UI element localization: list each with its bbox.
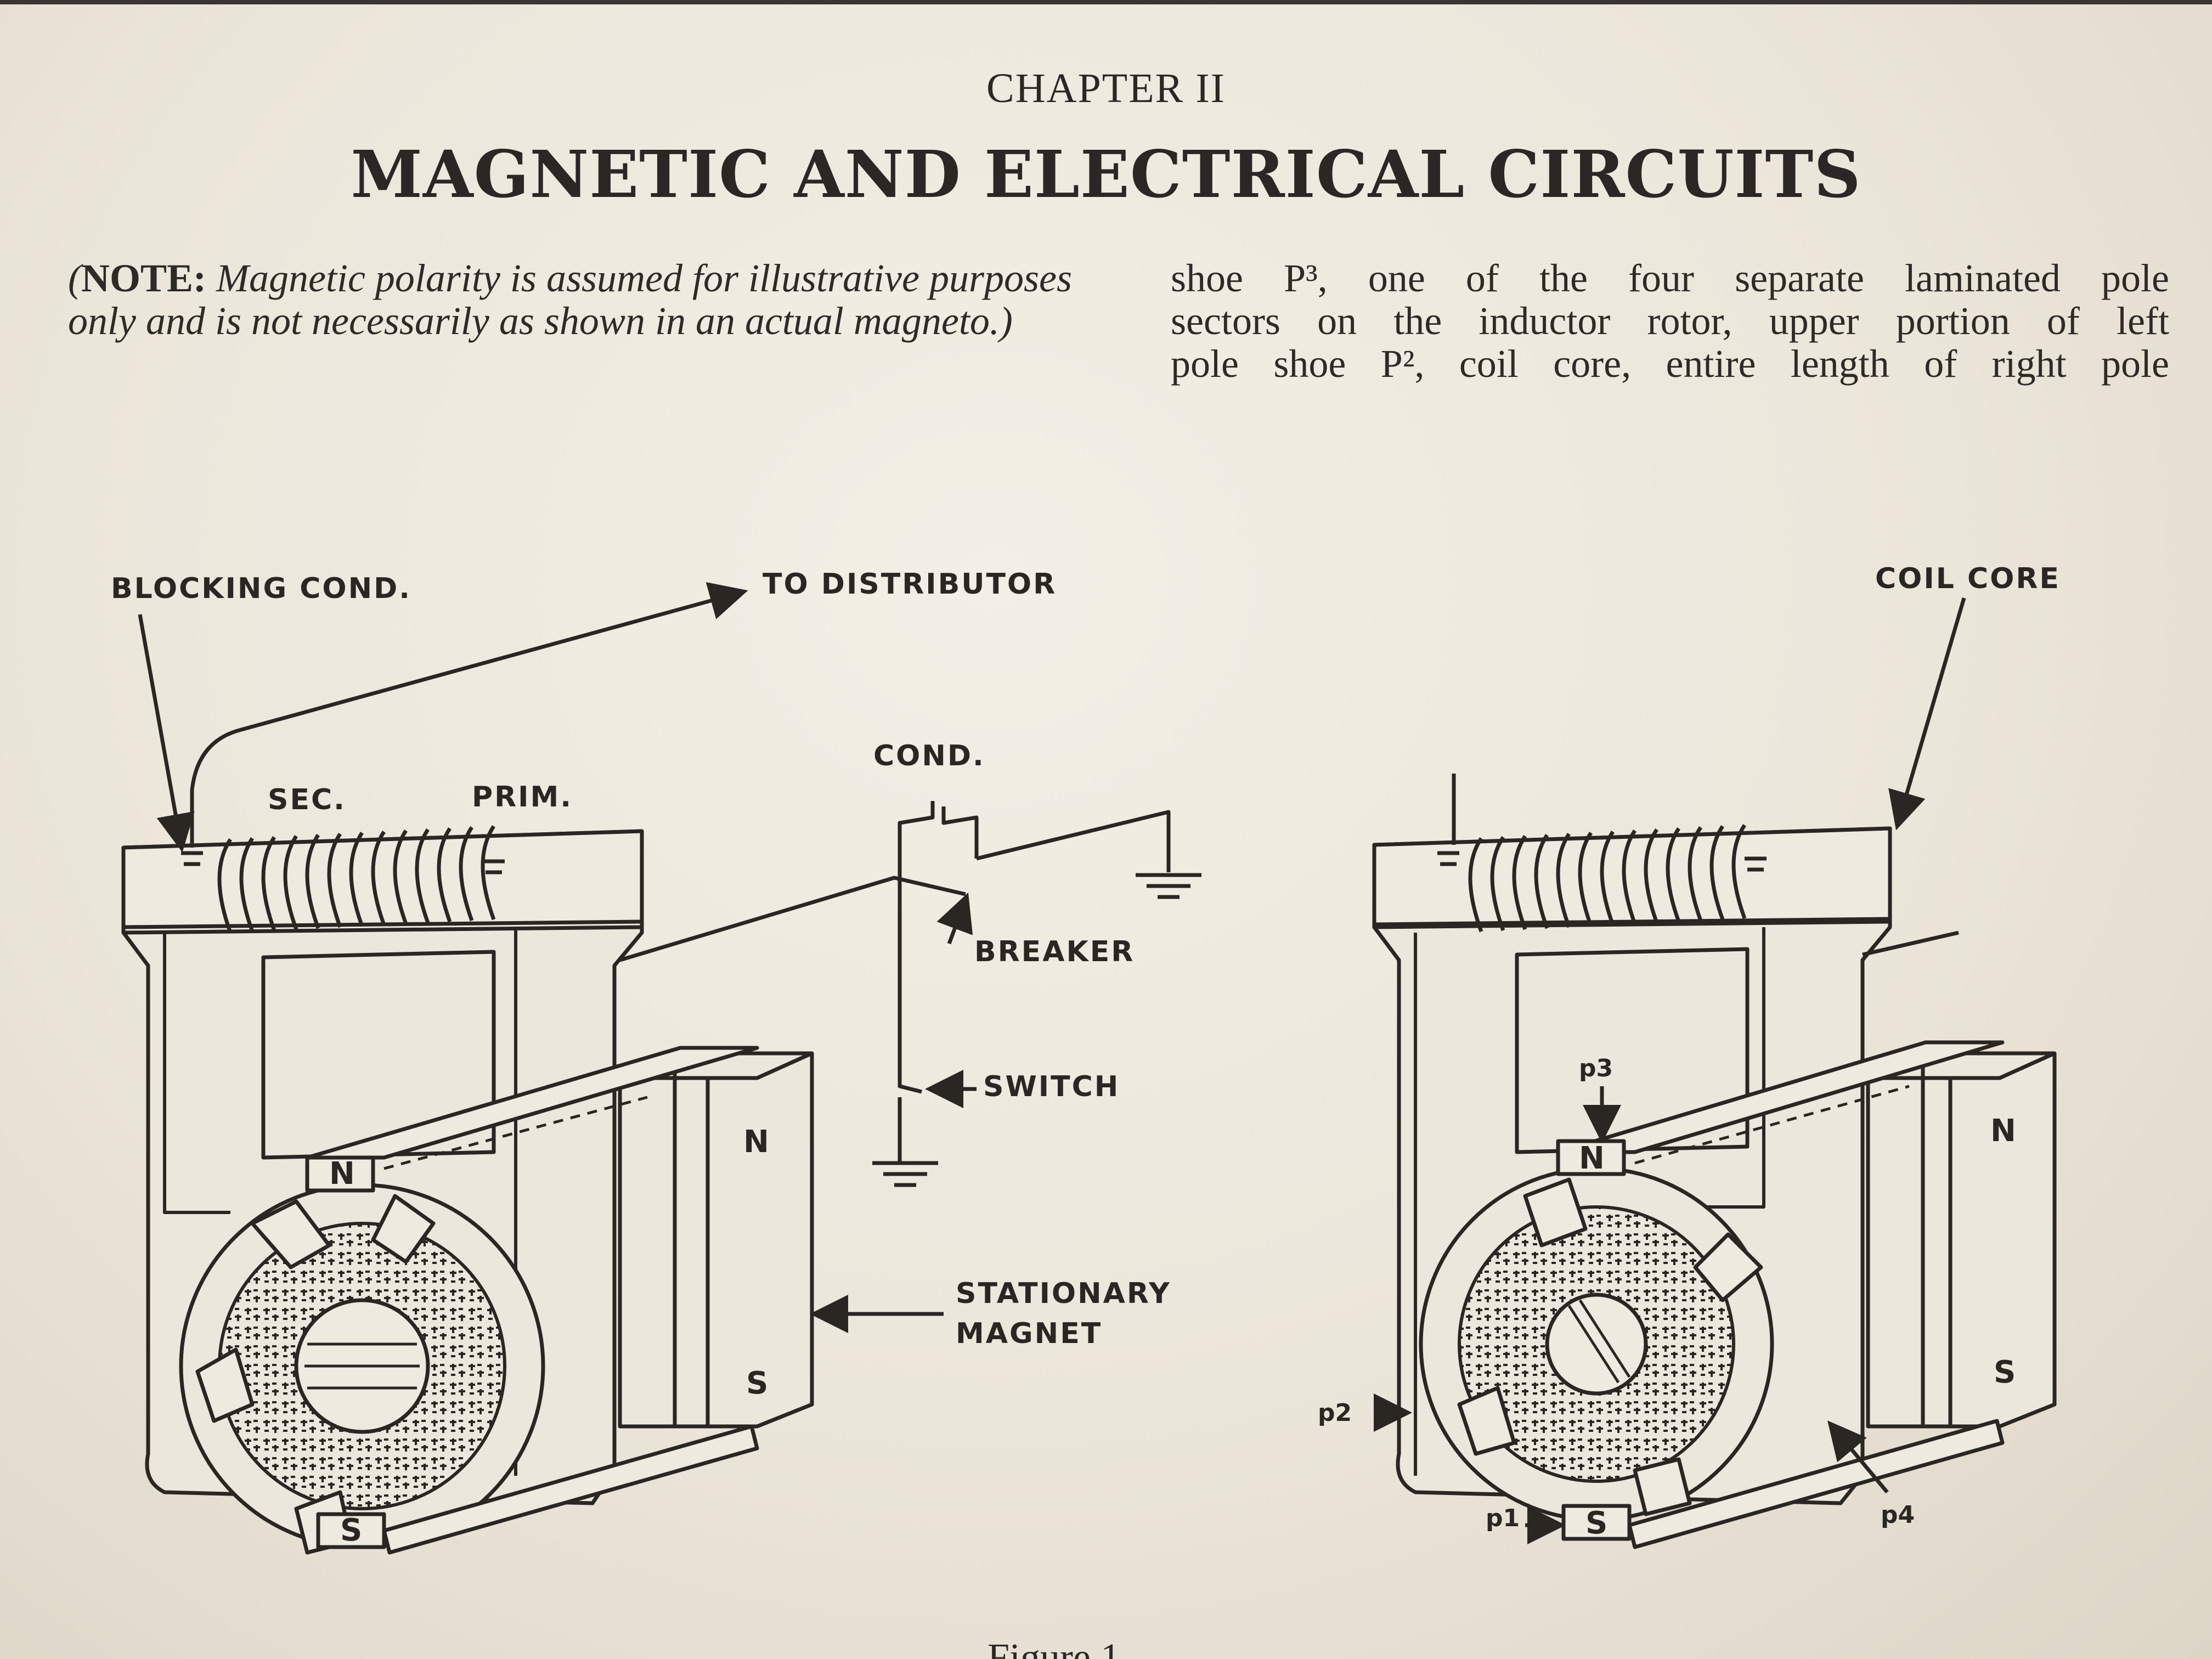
body-line: pole shoe P², coil core, entire length o… (1171, 342, 2169, 386)
label-pole-s-right: S (1585, 1505, 1607, 1541)
label-magnet-s-right: S (1994, 1355, 2016, 1390)
label-cond: COND. (873, 740, 985, 772)
label-magnet-n-left: N (743, 1124, 769, 1160)
body-line: shoe P³, one of the four separate lamina… (1171, 256, 2169, 300)
note-text: Magnetic polarity is assumed for illustr… (68, 256, 1072, 343)
label-blocking-cond: BLOCKING COND. (111, 572, 411, 605)
label-p4: p4 (1881, 1501, 1915, 1529)
label-pole-n-right: N (1579, 1141, 1605, 1176)
label-magnet: MAGNET (956, 1317, 1102, 1350)
label-prim: PRIM. (472, 781, 573, 814)
body-line: sectors on the inductor rotor, upper por… (1171, 299, 2169, 343)
label-magnet-n-right: N (1990, 1113, 2016, 1149)
note-label: NOTE: (81, 256, 207, 300)
label-breaker: BREAKER (974, 935, 1135, 968)
note-paragraph: (NOTE: Magnetic polarity is assumed for … (68, 256, 1072, 343)
label-switch: SWITCH (983, 1070, 1120, 1103)
left-magneto-figure (121, 582, 1201, 1555)
coil-winding (1468, 824, 1747, 933)
label-coil-core: COIL CORE (1875, 562, 2061, 595)
chapter-heading: CHAPTER II (986, 65, 1226, 111)
label-stationary: STATIONARY (956, 1277, 1171, 1310)
right-magneto-figure (1372, 597, 2057, 1549)
coil-winding (217, 825, 496, 934)
label-pole-s-left: S (340, 1513, 362, 1548)
label-to-distributor: TO DISTRIBUTOR (763, 568, 1057, 601)
body-text: shoe P³, one of the four separate lamina… (1171, 257, 2169, 385)
label-magnet-s-left: S (746, 1365, 768, 1401)
label-sec: SEC. (268, 783, 346, 816)
page-title: MAGNETIC AND ELECTRICAL CIRCUITS (351, 136, 1861, 212)
label-p1: p1 (1486, 1504, 1520, 1532)
top-rule (0, 0, 2212, 4)
label-pole-n-left: N (329, 1156, 355, 1192)
label-p2: p2 (1318, 1399, 1352, 1427)
label-p3: p3 (1579, 1054, 1613, 1082)
figure-caption: Figure 1 (988, 1635, 1120, 1659)
